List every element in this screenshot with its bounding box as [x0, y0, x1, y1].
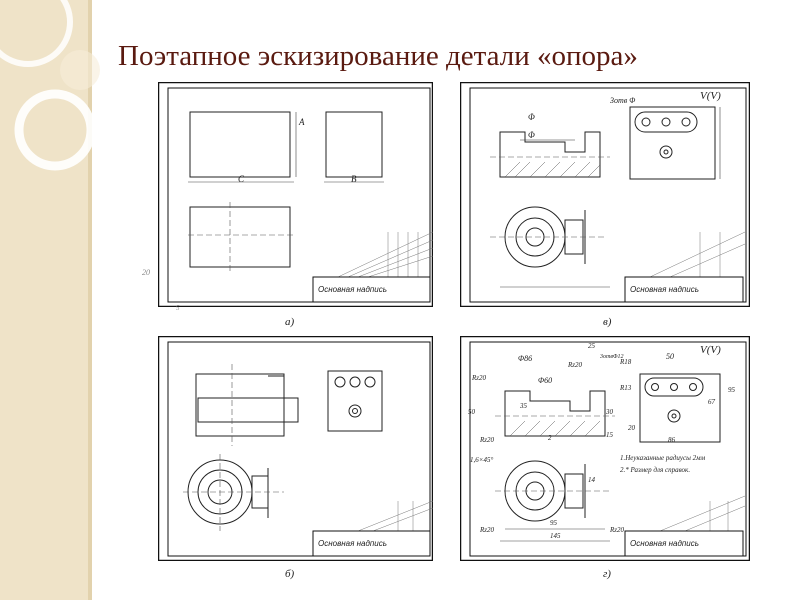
- dim-label-phi60: Φ60: [538, 376, 553, 385]
- dim-label-95b: 95: [550, 519, 557, 527]
- dim-label-95: 95: [728, 386, 735, 394]
- panel-g-caption: г): [603, 568, 611, 580]
- dim-label-c: C: [238, 174, 245, 184]
- drawing-panel-b: Основная надпись: [158, 336, 433, 561]
- rz20-label-2: Rz20: [568, 361, 582, 369]
- rz20-label-1: Rz20: [472, 374, 486, 382]
- roughness-mark: V(V): [700, 90, 721, 102]
- dim-label-holes: 3отв Φ: [610, 96, 636, 105]
- dim-label-phi-2: Φ: [528, 130, 535, 140]
- rz20-label-4: Rz20: [480, 526, 494, 534]
- drawing-panel-a: A C B Основная надпись 20 5: [142, 82, 433, 312]
- dim-label-86: 86: [668, 436, 675, 444]
- rz20-label-3: Rz20: [480, 436, 494, 444]
- panel-v-caption: в): [603, 316, 612, 328]
- dim-label-r13: R13: [620, 384, 632, 392]
- title-block-label: Основная надпись: [630, 285, 699, 294]
- dim-label-a: A: [299, 117, 305, 127]
- dim-label-145: 145: [550, 532, 561, 540]
- roughness-mark: V(V): [700, 344, 721, 356]
- dim-label-phi86: Φ86: [518, 354, 533, 363]
- dim-label-50b: 50: [468, 408, 475, 416]
- dim-label-holes: 3отвΦ12: [600, 354, 624, 360]
- decorative-circles: [0, 0, 100, 171]
- dim-label-35: 35: [520, 402, 527, 410]
- margin-note: 20: [142, 268, 150, 277]
- panel-b-caption: б): [285, 568, 295, 580]
- dim-label-25: 25: [588, 342, 595, 350]
- panel-a-caption: а): [285, 316, 295, 328]
- drawing-note-1: 1.Неуказанные радиусы 2мм: [620, 454, 706, 462]
- title-block-label: Основная надпись: [318, 285, 387, 294]
- dim-label-20: 20: [628, 424, 635, 432]
- title-block-label: Основная надпись: [318, 539, 387, 548]
- drawing-panel-v: Φ Φ 3отв Φ V(V) Основная надпись: [460, 82, 750, 307]
- dim-label-r18: R18: [620, 358, 632, 366]
- rz20-label-5: Rz20: [610, 526, 624, 534]
- title-block-label: Основная надпись: [630, 539, 699, 548]
- dim-label-chamfer: 1,6×45°: [470, 456, 494, 464]
- dim-label-14: 14: [588, 476, 595, 484]
- dim-label-2: 2: [548, 434, 552, 442]
- slide-title: Поэтапное эскизирование детали «опора»: [118, 40, 638, 72]
- drawing-note-2: 2.* Размер для справок.: [620, 466, 691, 474]
- drawing-panel-g: Φ86 Φ60 Rz20 Rz20 Rz20 Rz20 Rz20 R18 R13…: [460, 336, 750, 561]
- dim-label-50: 50: [666, 352, 674, 361]
- dim-label-67: 67: [708, 398, 715, 406]
- dim-label-b: B: [351, 174, 357, 184]
- dim-label-phi-1: Φ: [528, 112, 535, 122]
- dim-label-30: 30: [606, 408, 613, 416]
- side-strip-edge: [88, 0, 92, 600]
- margin-note-2: 5: [176, 304, 180, 312]
- dim-label-15: 15: [606, 431, 613, 439]
